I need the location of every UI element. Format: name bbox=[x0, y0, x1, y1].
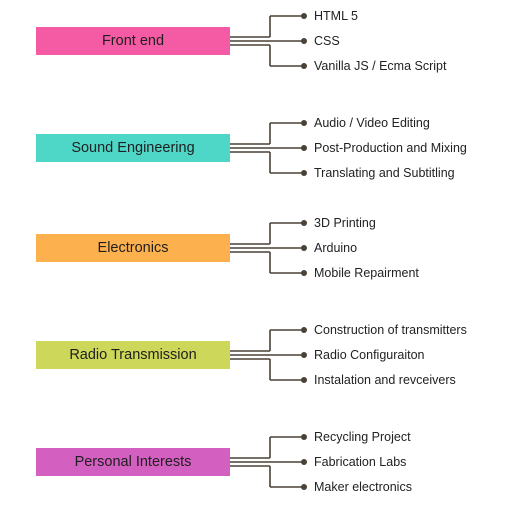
connector-dot bbox=[301, 220, 307, 226]
category-box-personal-interests: Personal Interests bbox=[36, 448, 230, 476]
leaf-item: Recycling Project bbox=[314, 430, 411, 444]
leaf-item: 3D Printing bbox=[314, 216, 376, 230]
connector-dot bbox=[301, 459, 307, 465]
category-box-electronics: Electronics bbox=[36, 234, 230, 262]
category-label: Front end bbox=[101, 33, 165, 49]
category-label: Electronics bbox=[97, 240, 169, 256]
connector-dot bbox=[301, 377, 307, 383]
leaf-item: Post-Production and Mixing bbox=[314, 141, 467, 155]
leaf-item: Instalation and revceivers bbox=[314, 373, 456, 387]
connector-dot bbox=[301, 145, 307, 151]
leaf-item: Radio Configuraiton bbox=[314, 348, 425, 362]
category-label: Radio Transmission bbox=[69, 347, 197, 363]
leaf-item: CSS bbox=[314, 34, 340, 48]
leaf-item: Arduino bbox=[314, 241, 358, 255]
leaf-item: HTML 5 bbox=[314, 9, 358, 23]
category-label: Personal Interests bbox=[74, 454, 192, 470]
connector-dot bbox=[301, 63, 307, 69]
connector-dot bbox=[301, 352, 307, 358]
category-label: Sound Engineering bbox=[71, 140, 195, 156]
category-box-radio-transmission: Radio Transmission bbox=[36, 341, 230, 369]
category-box-front-end: Front end bbox=[36, 27, 230, 55]
leaf-item: Translating and Subtitling bbox=[314, 166, 455, 180]
connector-dot bbox=[301, 327, 307, 333]
connector-dot bbox=[301, 270, 307, 276]
connector-dot bbox=[301, 245, 307, 251]
connector-dot bbox=[301, 38, 307, 44]
leaf-item: Mobile Repairment bbox=[314, 266, 419, 280]
category-box-sound-engineering: Sound Engineering bbox=[36, 134, 230, 162]
leaf-item: Fabrication Labs bbox=[314, 455, 407, 469]
connector-dot bbox=[301, 120, 307, 126]
leaf-item: Maker electronics bbox=[314, 480, 412, 494]
connector-dot bbox=[301, 484, 307, 490]
leaf-item: Vanilla JS / Ecma Script bbox=[314, 59, 447, 73]
leaf-item: Audio / Video Editing bbox=[314, 116, 430, 130]
connector-dot bbox=[301, 13, 307, 19]
leaf-item: Construction of transmitters bbox=[314, 323, 467, 337]
connector-dot bbox=[301, 434, 307, 440]
connector-dot bbox=[301, 170, 307, 176]
